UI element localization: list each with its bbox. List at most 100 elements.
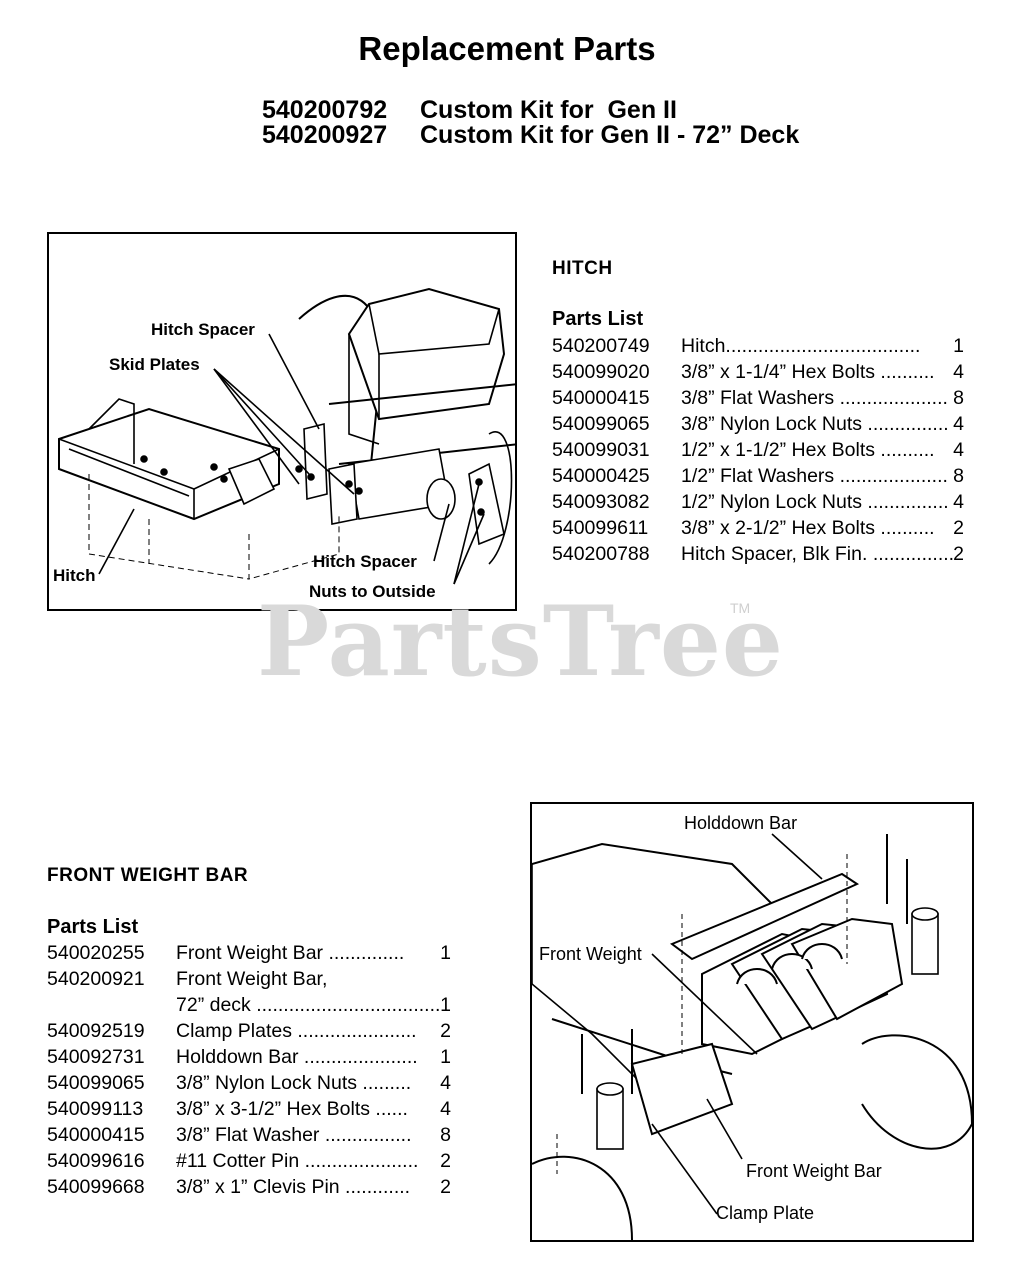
part-qty: 1	[440, 942, 451, 964]
parts-row: 540099031 1/2” x 1-1/2” Hex Bolts .......…	[552, 437, 964, 463]
part-description: 3/8” x 1” Clevis Pin ............	[176, 1176, 411, 1198]
part-number: 540000425	[552, 465, 650, 487]
watermark: PartsTree	[257, 585, 784, 698]
part-number: 540099616	[47, 1150, 145, 1172]
callout-clamp-plate: Clamp Plate	[716, 1203, 815, 1223]
part-qty: 4	[440, 1072, 451, 1094]
part-description: 1/2” x 1-1/2” Hex Bolts ..........	[681, 439, 935, 461]
kit-number: 540200792	[262, 96, 388, 124]
part-qty: 8	[953, 465, 964, 487]
callout-front-weight: Front Weight	[539, 944, 642, 964]
part-number: 540200749	[552, 335, 650, 357]
watermark-tm: TM	[730, 600, 751, 616]
parts-row: 540000415 3/8” Flat Washer ..............…	[47, 1122, 451, 1148]
kit-line: 540200927 Custom Kit for Gen II - 72” Dec…	[262, 123, 799, 148]
kit-line: 540200792 Custom Kit for Gen II	[262, 98, 799, 123]
callout-hitch-spacer: Hitch Spacer	[151, 320, 255, 339]
front-weight-illustration	[532, 833, 972, 1240]
part-description: Holddown Bar .....................	[176, 1046, 418, 1068]
callout-hitch: Hitch	[53, 566, 96, 585]
part-description: 1/2” Flat Washers ....................	[681, 465, 948, 487]
parts-row: 540093082 1/2” Nylon Lock Nuts ..........…	[552, 489, 964, 515]
callout-front-weight-bar: Front Weight Bar	[746, 1161, 882, 1181]
part-qty: 4	[953, 491, 964, 513]
front-weight-bar-heading: FRONT WEIGHT BAR	[47, 865, 249, 886]
hitch-heading: HITCH	[552, 258, 613, 279]
callout-nuts-to-outside: Nuts to Outside	[309, 582, 436, 601]
parts-row: 540000425 1/2” Flat Washers .............…	[552, 463, 964, 489]
part-qty: 4	[953, 361, 964, 383]
part-description: 3/8” x 1-1/4” Hex Bolts ..........	[681, 361, 935, 383]
part-number: 540099065	[552, 413, 650, 435]
front-weight-parts-heading: Parts List	[47, 916, 139, 938]
part-number: 540092519	[47, 1020, 145, 1042]
part-qty: 2	[953, 543, 964, 565]
part-number: 540000415	[552, 387, 650, 409]
parts-row: 72” deck ...............................…	[47, 992, 451, 1018]
part-description: Clamp Plates ......................	[176, 1020, 417, 1042]
parts-row: 540200749 Hitch..........................…	[552, 333, 964, 359]
part-description: 3/8” x 3-1/2” Hex Bolts ......	[176, 1098, 408, 1120]
part-description: 3/8” x 2-1/2” Hex Bolts ..........	[681, 517, 935, 539]
kit-name: Custom Kit for Gen II - 72” Deck	[420, 121, 800, 149]
part-description: Front Weight Bar,	[176, 968, 328, 990]
parts-row: 540200788 Hitch Spacer, Blk Fin. ........…	[552, 541, 964, 567]
part-description: 1/2” Nylon Lock Nuts ...............	[681, 491, 949, 513]
part-number: 540099113	[47, 1098, 144, 1120]
part-number: 540020255	[47, 942, 145, 964]
part-description: 3/8” Flat Washer ................	[176, 1124, 412, 1146]
part-number	[47, 992, 176, 1018]
part-qty: 8	[953, 387, 964, 409]
part-number: 540099020	[552, 361, 650, 383]
part-number: 540093082	[552, 491, 650, 513]
part-qty: 2	[440, 1150, 451, 1172]
part-number: 540099668	[47, 1176, 145, 1198]
front-weight-parts-list: 540020255 Front Weight Bar ..............…	[47, 940, 451, 1200]
part-qty: 2	[953, 517, 964, 539]
part-description: #11 Cotter Pin .....................	[176, 1150, 419, 1172]
part-description: Front Weight Bar ..............	[176, 942, 405, 964]
hitch-diagram: Hitch Spacer Skid Plates Hitch Hitch Spa…	[47, 232, 517, 611]
parts-row: 540200921 Front Weight Bar,	[47, 966, 451, 992]
kit-name: Custom Kit for Gen II	[420, 96, 677, 124]
parts-row: 540099616 #11 Cotter Pin ................…	[47, 1148, 451, 1174]
part-number: 540099065	[47, 1072, 145, 1094]
parts-row: 540099020 3/8” x 1-1/4” Hex Bolts .......…	[552, 359, 964, 385]
kit-subtitle: 540200792 Custom Kit for Gen II 540200927…	[262, 98, 799, 148]
parts-row: 540092519 Clamp Plates ..................…	[47, 1018, 451, 1044]
parts-row: 540099668 3/8” x 1” Clevis Pin ..........…	[47, 1174, 451, 1200]
part-qty: 4	[440, 1098, 451, 1120]
callout-hitch-spacer-bottom: Hitch Spacer	[313, 552, 417, 571]
parts-row: 540099113 3/8” x 3-1/2” Hex Bolts ...... 4	[47, 1096, 451, 1122]
part-number: 540000415	[47, 1124, 145, 1146]
part-qty: 4	[953, 439, 964, 461]
part-qty: 1	[440, 1046, 451, 1068]
hitch-illustration	[58, 287, 515, 585]
parts-row: 540099611 3/8” x 2-1/2” Hex Bolts .......…	[552, 515, 964, 541]
kit-number: 540200927	[262, 121, 388, 149]
part-qty: 2	[440, 1020, 451, 1042]
part-number: 540099031	[552, 439, 650, 461]
part-qty: 8	[440, 1124, 451, 1146]
callout-holddown-bar: Holddown Bar	[684, 813, 798, 833]
parts-row: 540020255 Front Weight Bar ..............…	[47, 940, 451, 966]
part-number: 540099611	[552, 517, 649, 539]
part-description: Hitch...................................…	[681, 335, 921, 357]
hitch-parts-list: 540200749 Hitch..........................…	[552, 333, 964, 567]
part-description: Hitch Spacer, Blk Fin. ...............	[681, 543, 954, 565]
parts-row: 540092731 Holddown Bar ..................…	[47, 1044, 451, 1070]
page-title: Replacement Parts	[358, 30, 656, 67]
part-description: 72” deck ...............................…	[176, 994, 441, 1016]
part-number: 540200921	[47, 968, 145, 990]
part-qty: 2	[440, 1176, 451, 1198]
callout-skid-plates: Skid Plates	[109, 355, 200, 374]
part-number: 540092731	[47, 1046, 145, 1068]
part-qty: 1	[440, 994, 451, 1016]
part-description: 3/8” Nylon Lock Nuts ...............	[681, 413, 949, 435]
front-weight-diagram: Holddown Bar Front Weight Front Weight B…	[530, 802, 974, 1242]
parts-row: 540099065 3/8” Nylon Lock Nuts ..........…	[552, 411, 964, 437]
hitch-parts-heading: Parts List	[552, 308, 644, 330]
part-number: 540200788	[552, 543, 650, 565]
